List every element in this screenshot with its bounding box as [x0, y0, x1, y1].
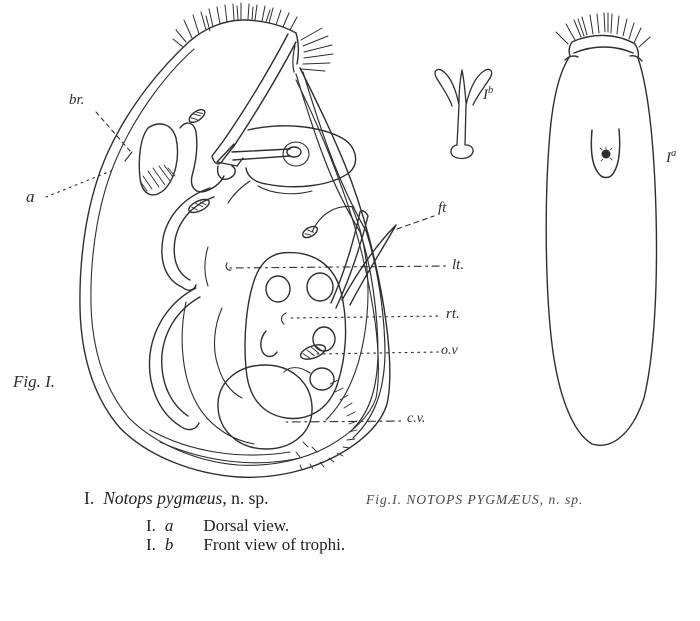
label-fig-1a: Ia — [666, 148, 677, 166]
engraved-plate-title: Fig.I. NOTOPS PYGMÆUS, n. sp. — [366, 492, 584, 507]
buccal-tube — [212, 34, 296, 164]
fig1b-sup: b — [488, 85, 494, 96]
brain-stipple — [140, 165, 175, 191]
leader-lt — [230, 266, 448, 268]
trophi-foot — [451, 145, 473, 158]
gland-oval-2 — [301, 224, 319, 240]
leader-lt-hook — [226, 263, 231, 270]
contractile-vesicle — [218, 365, 312, 449]
trophi-left-ramus — [435, 70, 459, 106]
caption-3-numeral: I. — [146, 535, 156, 554]
caption-2-numeral: I. — [146, 516, 156, 535]
dorsal-eye-fringe — [600, 147, 612, 161]
stomach-globule-3 — [313, 327, 335, 351]
stomach-globule-2 — [307, 273, 333, 301]
caption-species-suffix: , n. sp. — [222, 488, 269, 508]
label-ov: o.v — [441, 343, 458, 358]
esophagus — [228, 181, 312, 203]
leader-lines — [46, 112, 448, 422]
trophi-right-ramus — [466, 69, 492, 105]
vesicle-lobe — [310, 368, 334, 390]
leader-br-tick — [125, 152, 132, 161]
canal-curves — [205, 247, 242, 398]
right-wall — [293, 46, 385, 438]
body-outline-inner — [91, 49, 378, 465]
dorsal-body-outline — [546, 56, 656, 445]
fig1a-dorsal-view — [546, 13, 656, 445]
caption-line-1: I. Notops pygmæus, n. sp. — [84, 488, 269, 509]
canal-loop-lower — [150, 288, 200, 430]
leader-rt — [291, 316, 442, 318]
stomach-small-hook — [282, 313, 286, 324]
fig1b-base: I — [483, 87, 488, 103]
mastax-loop — [246, 126, 356, 187]
leader-br — [96, 112, 130, 151]
dorsal-cilia — [556, 13, 650, 47]
label-ft: ft — [438, 200, 447, 216]
corona-cilia — [173, 3, 297, 47]
leader-cv — [286, 421, 404, 422]
label-br: br. — [69, 92, 85, 108]
caption-1-numeral: I. — [84, 488, 95, 508]
trophi-center-notch — [459, 70, 466, 103]
label-rt: rt. — [446, 306, 460, 322]
leader-ft — [397, 216, 434, 229]
label-fig-1: Fig. I. — [13, 372, 56, 391]
fig1a-sup: a — [671, 148, 677, 159]
caption-species-name: Notops pygmæus — [103, 488, 223, 508]
dorsal-pocket — [591, 129, 619, 178]
ovary — [299, 342, 328, 362]
leader-a — [46, 171, 111, 197]
vesicle-neck — [284, 368, 310, 373]
cuticle-stipple-band — [296, 380, 357, 470]
eye-spot — [187, 107, 207, 125]
toe-spike-1 — [342, 225, 396, 305]
fig1-lateral-view — [80, 3, 396, 477]
label-a: a — [26, 187, 35, 206]
foot-curves — [312, 206, 368, 420]
canal-loop-upper — [162, 188, 214, 290]
caption-line-2: I. a Dorsal view. — [146, 516, 289, 536]
trophi-rod — [232, 149, 290, 160]
caption-2-letter: a — [164, 516, 174, 535]
stomach-globule-open — [261, 331, 277, 356]
label-cv: c.v. — [407, 411, 426, 426]
caption-3-letter: b — [164, 535, 174, 554]
caption-2-text: Dorsal view. — [203, 516, 290, 535]
label-lt: lt. — [452, 257, 465, 273]
trophi-shaft — [457, 105, 466, 145]
dorsal-corona — [565, 35, 642, 61]
leader-ov — [317, 352, 439, 354]
stomach-globule-1 — [266, 276, 290, 302]
ganglion-lobe — [180, 123, 224, 192]
brain-lobe — [139, 124, 177, 195]
head-outline — [190, 20, 298, 64]
caption-line-3: I. b Front view of trophi. — [146, 535, 345, 555]
lateral-cilia-tuft — [301, 28, 333, 71]
dorsal-eye-spot — [601, 149, 611, 159]
trophi-knob — [287, 147, 301, 157]
caption-3-text: Front view of trophi. — [203, 535, 346, 554]
mastax-pocket — [283, 142, 309, 166]
fig1a-base: I — [666, 150, 671, 166]
body-outline-outer — [80, 40, 390, 477]
fig1b-trophi — [435, 69, 492, 158]
stomach — [245, 253, 346, 419]
trophi-mallet — [217, 144, 243, 179]
label-fig-1b: Ib — [483, 85, 494, 103]
